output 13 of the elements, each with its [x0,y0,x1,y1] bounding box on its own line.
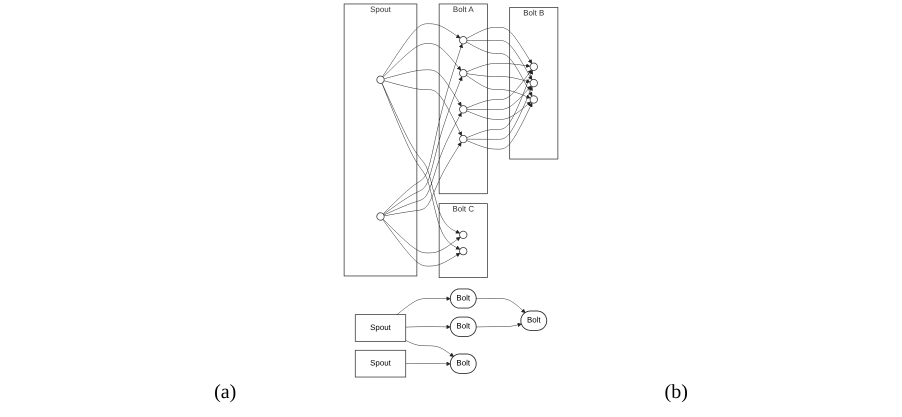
node-circle [376,212,385,221]
node-circle [459,105,468,114]
node-circle [376,76,385,84]
node-circle [459,247,468,256]
figure-caption: (b) [664,381,688,405]
node-circle [459,36,468,44]
node-circle [459,135,468,144]
node-circle [530,79,538,88]
node-circle [530,95,538,104]
figure-caption: (a) [214,381,236,405]
node-circle [459,69,468,78]
node-circle [459,230,468,239]
node-circle [530,62,538,71]
